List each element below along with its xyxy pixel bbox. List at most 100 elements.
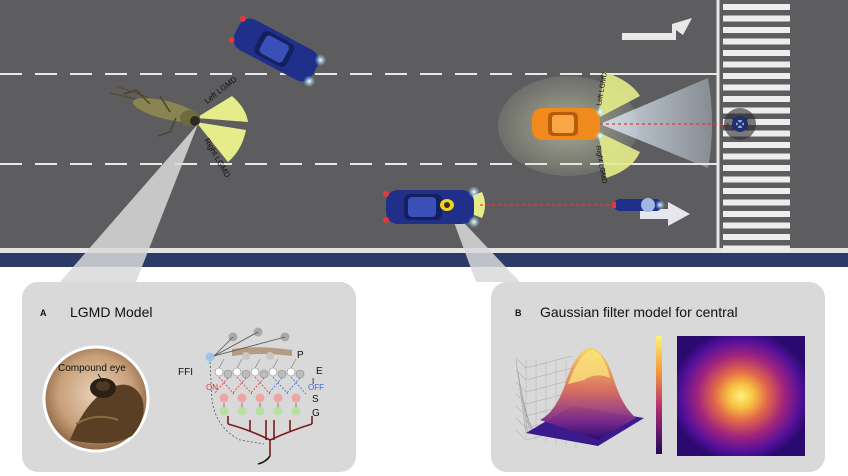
top-node [266, 352, 274, 360]
label-g: G [312, 408, 320, 419]
on-off-link [236, 376, 253, 395]
label-ffi: FFI [178, 367, 193, 378]
crosswalk-stripe [723, 61, 790, 68]
gaussian-3d-surface [515, 348, 644, 448]
on-off-link [231, 377, 247, 395]
crosswalk-stripe [723, 199, 790, 206]
crosswalk-stripe [723, 15, 790, 22]
e-node [286, 367, 296, 377]
straight-arrow-icon [640, 202, 690, 226]
pedestrian [731, 116, 749, 132]
on-off-link [285, 377, 301, 395]
surface-peak [540, 348, 636, 440]
e-node [232, 367, 242, 377]
right-lgmd-cone-car [598, 132, 640, 178]
crosswalk-stripe [723, 50, 790, 56]
i-node [259, 369, 269, 379]
crosswalk-stripe [723, 27, 790, 33]
crosswalk-stripe [723, 130, 790, 137]
p-e-link [272, 358, 279, 369]
locust-head-icon [440, 199, 454, 211]
i-node [241, 369, 251, 379]
curb-line [0, 248, 848, 253]
label-e: E [316, 366, 323, 377]
crosswalk-stripe [723, 38, 790, 45]
grid-line [515, 381, 527, 393]
crosswalk [723, 4, 790, 252]
compound-eye-label: Compound eye [58, 363, 126, 374]
grid-line [515, 369, 527, 381]
crosswalk-stripe [723, 4, 790, 10]
callout-wedge-b [448, 206, 520, 282]
lgmd-cell-layers [213, 358, 307, 416]
crosswalk-stripe [723, 119, 790, 125]
grid-line [515, 359, 527, 434]
ffi-node [205, 352, 215, 362]
grid-line [525, 367, 573, 381]
crosswalk-stripe [723, 107, 790, 114]
e-node [250, 367, 260, 377]
s-node [237, 393, 247, 403]
grid-line [515, 405, 527, 417]
grid-line [519, 383, 531, 434]
p-e-link [236, 358, 243, 369]
blue-car-diagonal [228, 15, 327, 88]
grid-line [515, 393, 527, 405]
on-off-link [218, 376, 235, 395]
crosswalk-stripe [723, 211, 790, 217]
crosswalk-stripe [723, 245, 790, 252]
crosswalk-stripe [723, 153, 790, 160]
e-node [268, 367, 278, 377]
grid-line [523, 407, 535, 434]
grid-line [515, 357, 527, 369]
label-off: OFF [308, 383, 324, 392]
ffi-link [213, 336, 286, 357]
ffi-link [213, 331, 259, 357]
callout-wedge-a [60, 124, 198, 282]
grid-line [515, 417, 527, 429]
gaussian-2d-heatmap [677, 336, 805, 456]
colorbar [656, 336, 662, 454]
lgmd-network-diagram: FFI P E I S G ON OFF [178, 327, 324, 465]
p-e-link [218, 358, 225, 369]
left-lgmd-cone-car [598, 72, 640, 118]
on-off-link [272, 376, 289, 395]
orange-car-beam [600, 78, 712, 168]
s-node [255, 393, 265, 403]
panel-b-letter: B [515, 308, 522, 318]
ffi-link [213, 336, 234, 357]
grid-line [515, 429, 527, 441]
s-node [219, 393, 229, 403]
locust [109, 85, 200, 137]
g-node [255, 406, 265, 416]
i-node [295, 369, 305, 379]
lgmd-axon [257, 455, 271, 465]
top-node [242, 352, 250, 360]
blue-car-bottom [383, 186, 480, 228]
p-e-link [254, 358, 261, 369]
label-s: S [312, 394, 319, 405]
cyclist [612, 198, 665, 212]
crosswalk-stripe [723, 96, 790, 102]
turn-arrow-icon [622, 18, 692, 40]
i-node [277, 369, 287, 379]
panel-a-title: LGMD Model [70, 304, 152, 320]
crosswalk-stripe [723, 222, 790, 229]
crosswalk-stripe [723, 73, 790, 79]
s-node [273, 393, 283, 403]
s-node [291, 393, 301, 403]
on-off-link [267, 377, 283, 395]
crosswalk-stripe [723, 84, 790, 91]
p-e-link [290, 358, 297, 369]
left-lgmd-cone-locust [196, 96, 248, 122]
ffi-feedback [209, 361, 265, 445]
g-node [237, 406, 247, 416]
lgmd-dendrite [227, 416, 313, 456]
on-off-link [290, 376, 307, 395]
crosswalk-stripe [723, 234, 790, 240]
panel-b-title: Gaussian filter model for central [540, 304, 738, 320]
curb [0, 253, 848, 267]
orange-car [532, 107, 605, 141]
surface-highlight [568, 350, 610, 384]
